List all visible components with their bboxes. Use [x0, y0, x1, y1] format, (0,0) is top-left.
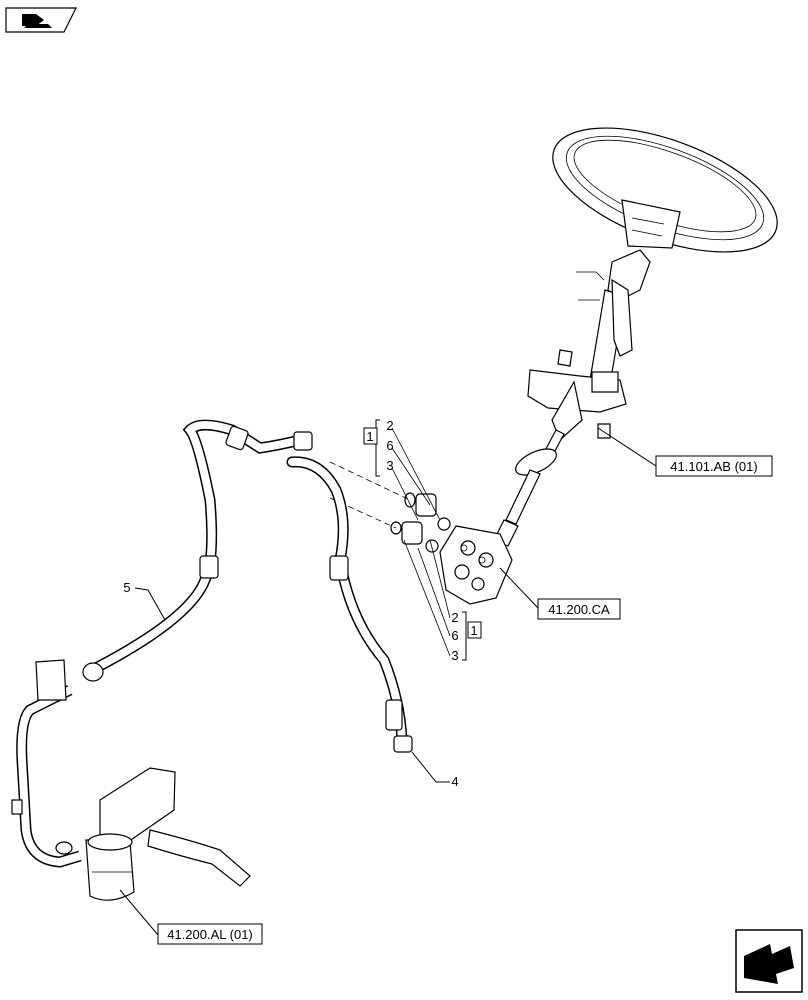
- group-top-label-b: 6: [386, 438, 393, 453]
- next-page-arrow-icon[interactable]: [735, 929, 803, 993]
- return-pipe: [11, 659, 82, 868]
- callout-group-top: 1 2 6 3: [363, 418, 394, 477]
- steering-unit: [439, 525, 513, 605]
- filter-assembly: [55, 767, 251, 901]
- hose-4: [286, 456, 413, 753]
- ref-steering-column-label: 41.101.AB (01): [670, 459, 757, 474]
- hose-5: [82, 419, 313, 682]
- item-4-label: 4: [451, 774, 458, 789]
- group-bottom-bracket-label: 1: [470, 623, 477, 638]
- group-bottom-label-a: 2: [451, 610, 458, 625]
- leader-lines: [119, 427, 657, 936]
- group-top-label-c: 3: [386, 458, 393, 473]
- ref-steering-unit-label: 41.200.CA: [548, 602, 610, 617]
- group-top-bracket-label: 1: [366, 429, 373, 444]
- ref-filter-label: 41.200.AL (01): [167, 927, 253, 942]
- group-bottom-label-b: 6: [451, 628, 458, 643]
- steering-column: [493, 249, 651, 547]
- ref-filter[interactable]: 41.200.AL (01): [157, 923, 263, 945]
- fittings: [329, 461, 451, 553]
- item-5-label: 5: [123, 580, 130, 595]
- ref-steering-column[interactable]: 41.101.AB (01): [655, 455, 773, 477]
- ref-steering-unit[interactable]: 41.200.CA: [537, 598, 621, 620]
- callout-group-bottom: 1 2 6 3: [451, 610, 482, 663]
- group-bottom-label-c: 3: [451, 648, 458, 663]
- group-top-label-a: 2: [386, 418, 393, 433]
- view-orientation-icon: [5, 7, 77, 33]
- steering-wheel: [552, 127, 778, 253]
